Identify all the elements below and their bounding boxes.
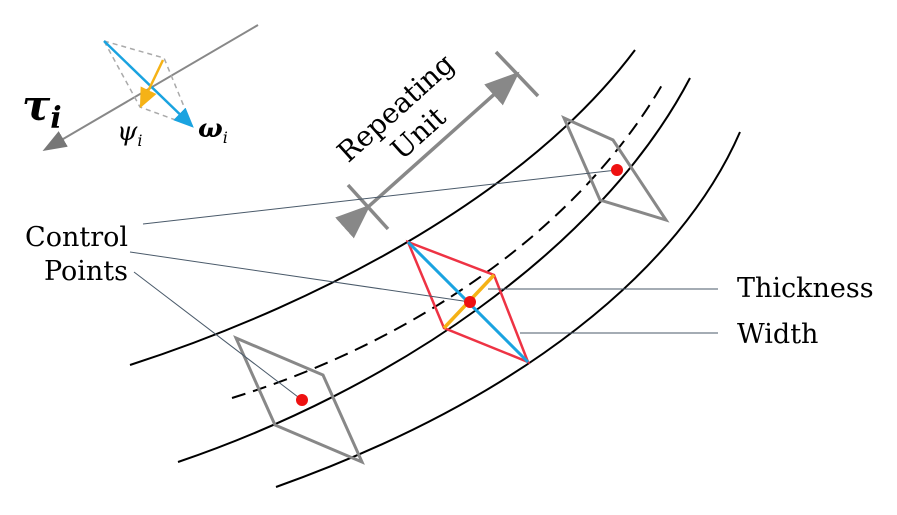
leader-control-point-top [142, 169, 618, 225]
lower-boundary-curve [275, 131, 741, 488]
leader-control-point-bottom [133, 271, 303, 401]
unit-rhombus-top [561, 115, 670, 223]
centerline-dashed-curve [231, 84, 663, 399]
leader-control-point-mid [129, 251, 471, 303]
width-label: Width [737, 319, 818, 350]
psi-symbol: ψi [117, 117, 143, 150]
omega-vector-arrow [103, 40, 194, 128]
control-point-mid [464, 296, 476, 308]
unit-rhombus-bottom [233, 335, 365, 465]
leader-lines [129, 169, 718, 401]
legend-group: τi ψi ωi [22, 24, 259, 152]
control-points-label-line2: Points [44, 256, 128, 287]
tau-symbol: τi [22, 81, 62, 136]
repeating-unit-arrow [335, 71, 520, 239]
thickness-label: Thickness [737, 273, 874, 304]
omega-symbol: ωi [198, 114, 228, 147]
psi-vector-arrow [139, 59, 165, 109]
repeating-unit-indicator: Repeating Unit [331, 47, 540, 239]
control-point-bottom [296, 394, 308, 406]
middle-curve [177, 77, 691, 463]
control-points-label-line1: Control [25, 222, 128, 253]
control-point-top [611, 164, 623, 176]
